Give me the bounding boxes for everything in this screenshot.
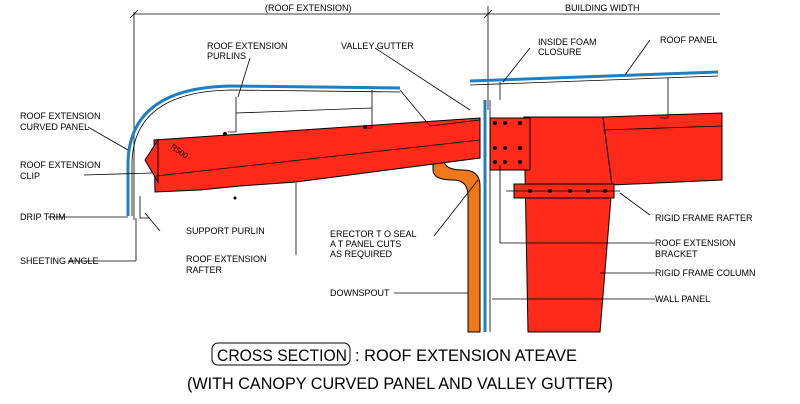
roof-panel (469, 70, 719, 86)
label-rigid-frame-rafter: RIGID FRAME RAFTER (655, 213, 753, 223)
label-ext-bracket-2: BRACKET (655, 249, 698, 259)
bolts (223, 121, 607, 200)
label-erector-1: ERECTOR T O SEAL (330, 229, 417, 239)
label-inside-foam-1: INSIDE FOAM (538, 37, 597, 47)
wall-panel (483, 100, 491, 332)
caption-boxed: CROSS SECTION (217, 346, 347, 365)
curved-panel (126, 84, 401, 216)
rigid-frame-column (523, 116, 613, 333)
purlins (139, 78, 669, 219)
label-wall-panel: WALL PANEL (655, 294, 710, 304)
valley-gutter (399, 89, 481, 127)
label-roof-panel: ROOF PANEL (660, 35, 717, 45)
label-downspout: DOWNSPOUT (330, 288, 390, 298)
label-erector-2: A T PANEL CUTS (330, 239, 401, 249)
leader-lines (48, 39, 655, 300)
dimension-building-width: BUILDING WIDTH (565, 3, 640, 13)
label-ext-rafter-1: ROOF EXTENSION (186, 254, 267, 264)
downspout (432, 126, 481, 333)
label-rigid-frame-column: RIGID FRAME COLUMN (655, 268, 756, 278)
label-inside-foam-2: CLOSURE (538, 47, 582, 57)
label-erector-3: AS REQUIRED (330, 249, 393, 259)
label-ext-rafter-2: RAFTER (186, 265, 223, 275)
caption-box (211, 342, 351, 366)
label-drip-trim: DRIP TRIM (20, 212, 66, 222)
caption-line1: : ROOF EXTENSION ATEAVE (355, 346, 577, 365)
label-valley-gutter: VALLEY GUTTER (341, 41, 414, 51)
roof-extension-bracket (489, 117, 620, 199)
label-curved-panel-1: ROOF EXTENSION (20, 111, 101, 121)
dimension-lines (129, 6, 720, 220)
roof-extension-rafter (144, 117, 481, 193)
label-curved-panel-2: CURVED PANEL (20, 122, 89, 132)
label-roof-extension-purlins-2: PURLINS (207, 51, 246, 61)
label-sheeting-angle: SHEETING ANGLE (20, 256, 99, 266)
label-roof-extension-purlins-1: ROOF EXTENSION (207, 41, 288, 51)
label-ext-bracket-1: ROOF EXTENSION (655, 238, 736, 248)
label-support-purlin: SUPPORT PURLIN (186, 226, 265, 236)
rigid-frame-rafter (602, 112, 723, 186)
label-clip-2: CLIP (20, 171, 40, 181)
caption-line2: (WITH CANOPY CURVED PANEL AND VALLEY GUT… (187, 374, 613, 393)
label-clip-1: ROOF EXTENSION (20, 160, 101, 170)
dimension-roof-extension: (ROOF EXTENSION) (265, 3, 352, 13)
